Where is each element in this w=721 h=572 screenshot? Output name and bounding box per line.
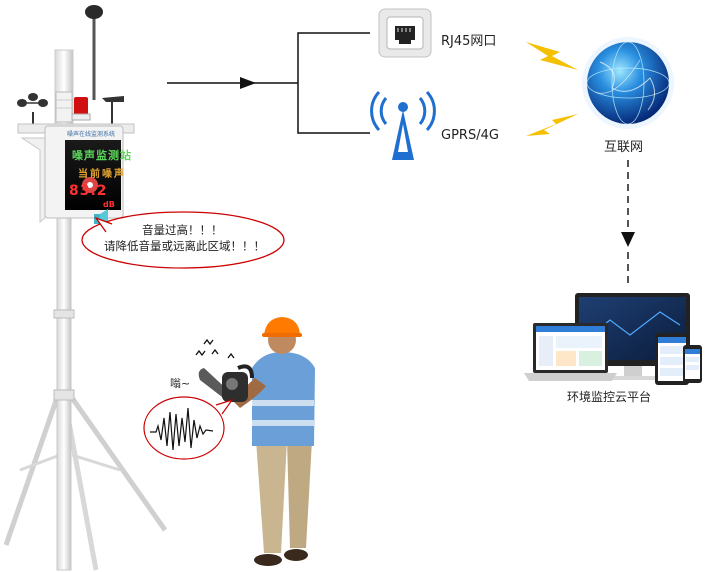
gprs-label: GPRS/4G	[441, 128, 499, 143]
bubble-tail	[94, 216, 113, 233]
screen-line-label: 当前噪声	[78, 169, 126, 180]
rj45-label: RJ45网口	[441, 34, 497, 49]
rod-tip	[85, 5, 103, 19]
gprs-antenna-icon	[370, 90, 436, 160]
screen-noise-unit: dB	[103, 200, 115, 209]
anemometer-icon	[17, 93, 48, 132]
tripod-leg-right	[67, 393, 168, 532]
warning-bubble	[81, 211, 285, 269]
alarm-light-icon	[71, 97, 91, 121]
buzz-text: 嗡~	[170, 377, 191, 390]
side-cabinet	[20, 137, 46, 224]
monitoring-station	[3, 5, 168, 571]
warning-line-1: 音量过高！！！	[142, 223, 223, 237]
screen-line-title: 噪声监测站	[72, 149, 132, 162]
lightning-bolt-icon	[526, 114, 578, 136]
internet-label: 互联网	[604, 140, 644, 155]
tripod-brace	[19, 453, 61, 472]
tripod-leg-left	[3, 394, 61, 546]
tripod-brace	[71, 453, 121, 472]
platform-devices	[524, 293, 702, 385]
chainsaw-icon	[198, 364, 254, 402]
screen-noise-value: 83.2	[69, 183, 108, 199]
sound-wave-icon	[150, 407, 214, 451]
pole-clamp	[53, 309, 75, 319]
led-screen	[65, 140, 121, 210]
noise-marks-icon	[195, 338, 235, 359]
dashed-arrow-head	[621, 232, 635, 247]
arrow-head	[240, 77, 256, 89]
main-pole	[56, 204, 72, 571]
device-title: 噪声在线监测系统	[67, 131, 116, 138]
sound-wave-bubble	[143, 396, 234, 460]
branch-bracket	[297, 32, 370, 134]
warning-line-2: 请降低音量或远离此区域！！！	[104, 239, 265, 253]
lightning-bolt-icon	[526, 42, 578, 70]
globe-icon	[582, 37, 674, 129]
cloud-platform-label: 环境监控云平台	[567, 390, 652, 404]
worker-figure	[195, 317, 315, 566]
rj45-port-icon	[378, 8, 432, 58]
pole-clamp	[53, 389, 75, 401]
rain-shield-icon	[55, 91, 73, 123]
